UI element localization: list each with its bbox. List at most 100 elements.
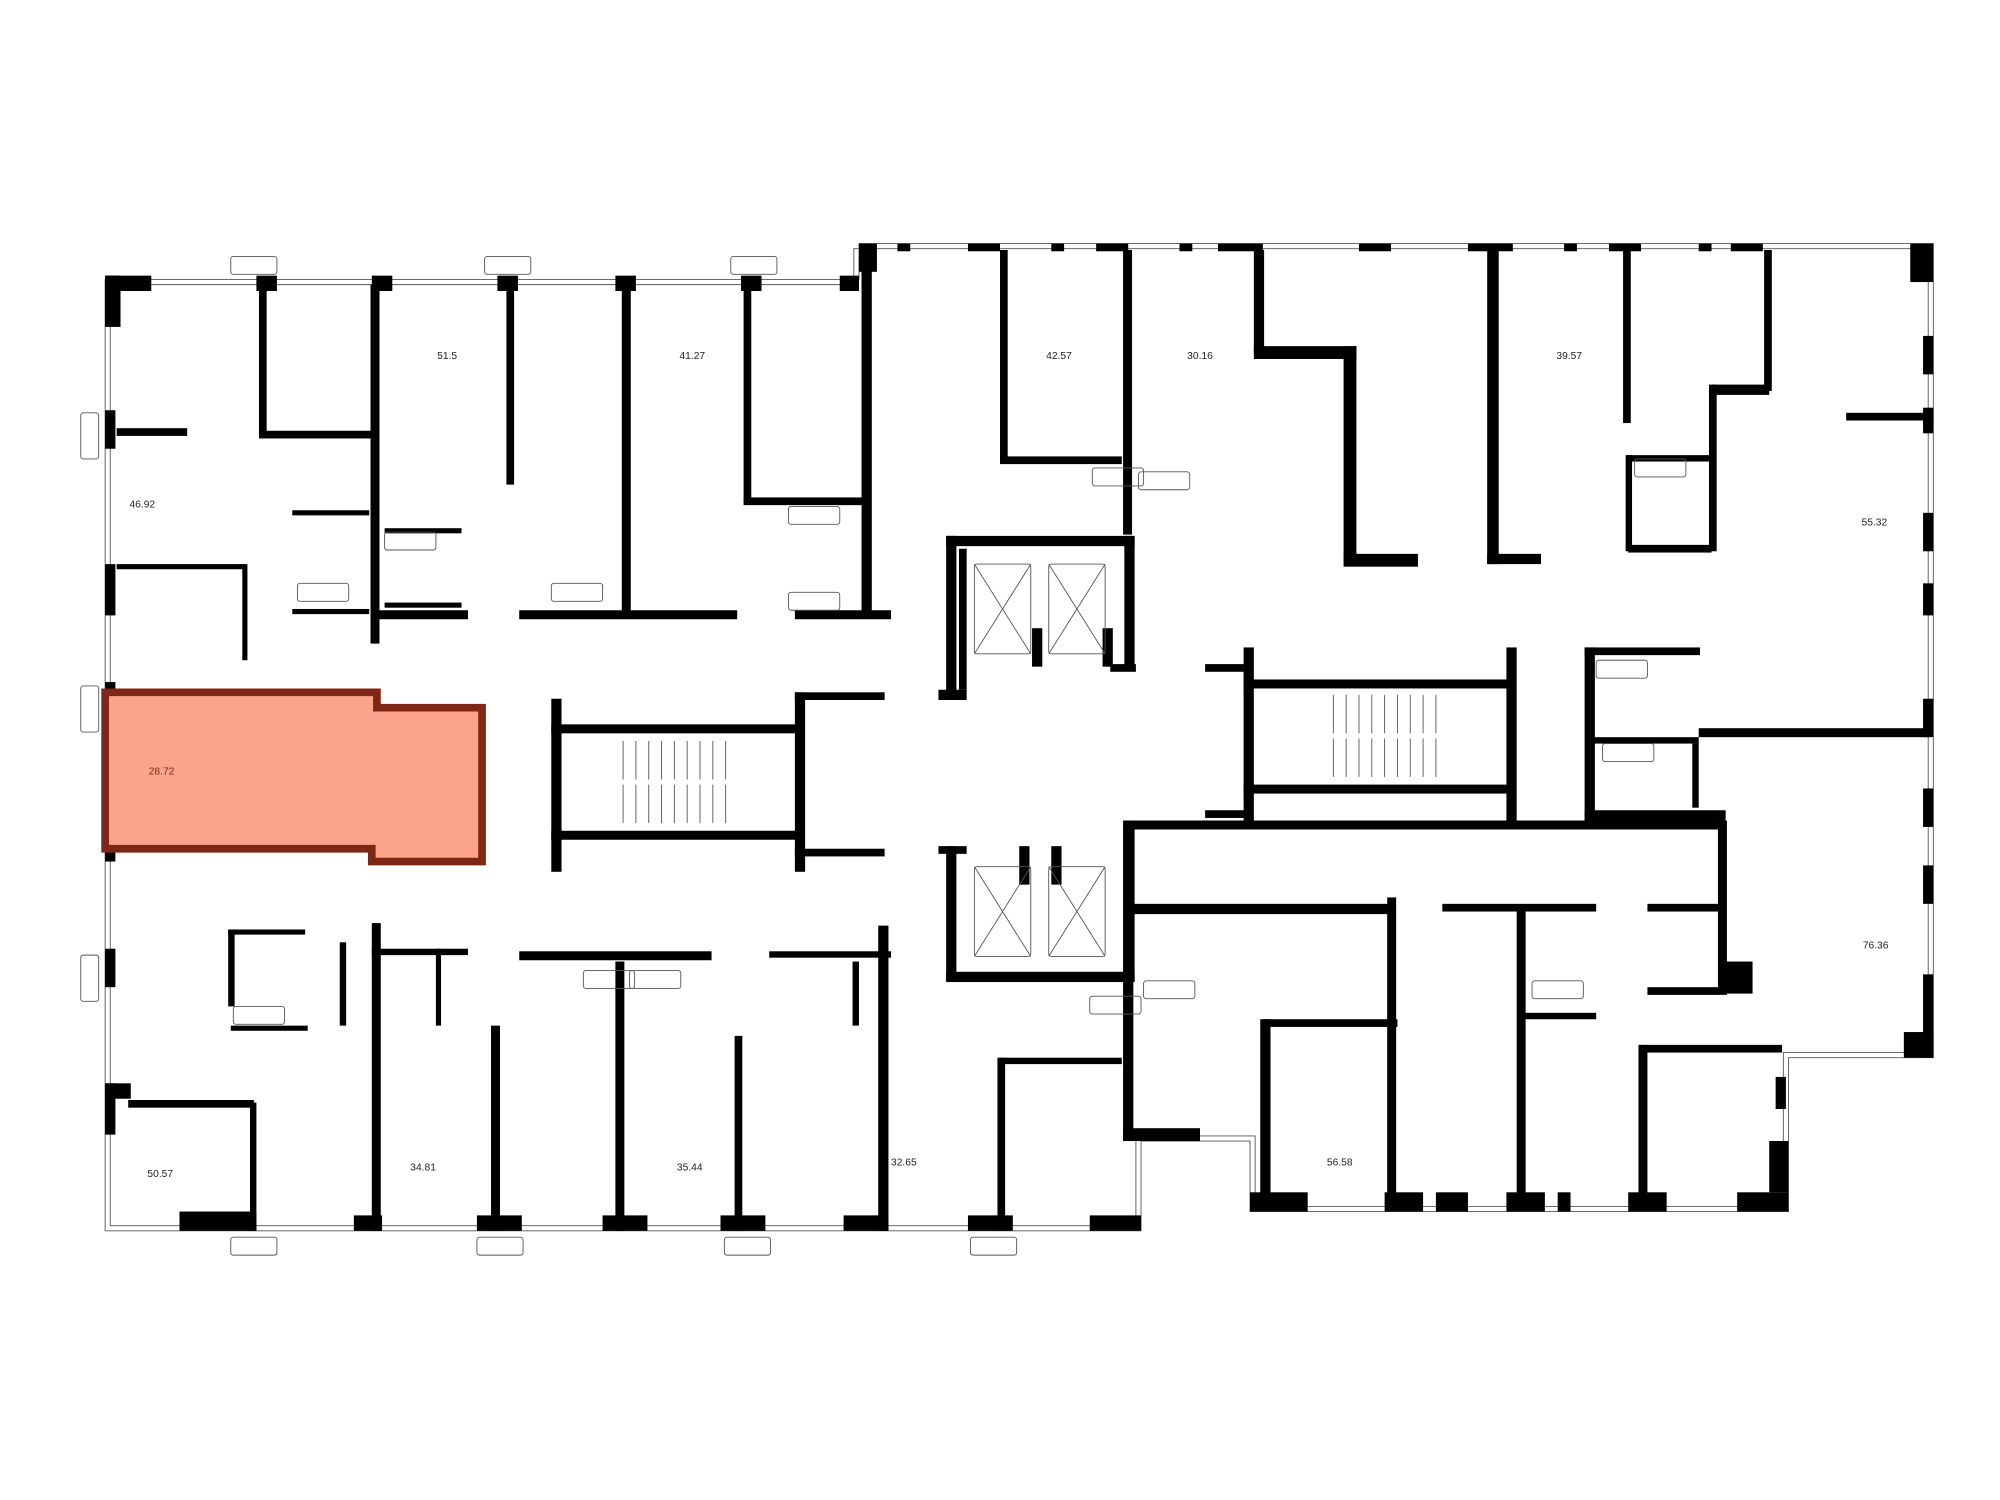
wall: [769, 951, 892, 958]
wall: [491, 1025, 500, 1231]
wall: [997, 1057, 1006, 1231]
wall: [1217, 243, 1263, 252]
wall: [1564, 243, 1577, 252]
wall: [384, 602, 462, 608]
wall: [1923, 583, 1934, 616]
wall: [128, 1100, 254, 1108]
wall: [794, 692, 806, 872]
bathtub-icon: [582, 970, 636, 989]
wall: [371, 948, 468, 956]
wall: [242, 564, 248, 661]
bathtub-icon: [384, 531, 437, 551]
wall: [615, 961, 625, 1231]
wall: [946, 535, 1135, 547]
wall: [1698, 243, 1712, 252]
wall: [938, 846, 967, 854]
elevator-icon: [973, 866, 1032, 957]
wall: [1384, 1192, 1424, 1212]
window-sill-icon: [80, 412, 100, 460]
apartment-label[interactable]: 39.57: [1556, 351, 1582, 362]
wall: [1717, 820, 1727, 994]
wall: [1923, 974, 1934, 1058]
apartment-label[interactable]: 51.5: [437, 351, 457, 362]
wall: [1123, 820, 1134, 1142]
wall: [105, 948, 116, 988]
apartment-label[interactable]: 32.65: [891, 1157, 917, 1168]
bathtub-icon: [296, 582, 350, 602]
wall: [1625, 455, 1633, 552]
wall: [1903, 1032, 1934, 1058]
wall: [519, 610, 738, 620]
wall: [1846, 412, 1924, 421]
wall: [938, 689, 967, 700]
wall: [105, 1083, 131, 1099]
wall: [1589, 737, 1699, 744]
apartment-label[interactable]: 56.58: [1327, 1157, 1353, 1168]
window-sill-icon: [970, 1236, 1018, 1256]
apartment-label[interactable]: 76.36: [1863, 941, 1889, 952]
wall: [1584, 647, 1595, 821]
wall: [1051, 846, 1062, 885]
wall: [1923, 412, 1934, 426]
window-sill-icon: [230, 255, 278, 275]
apartment-label[interactable]: 35.44: [677, 1163, 703, 1174]
wall: [615, 275, 636, 292]
apartment-label[interactable]: 34.81: [410, 1163, 436, 1174]
elevator-icon: [1048, 563, 1106, 655]
wall: [1000, 456, 1122, 465]
wall: [1124, 535, 1135, 671]
wall: [1557, 1192, 1571, 1212]
wall: [1250, 1192, 1308, 1212]
wall: [1262, 1019, 1398, 1027]
wall: [794, 848, 885, 857]
wall: [1032, 628, 1043, 667]
wall: [843, 1215, 889, 1231]
apartment-label[interactable]: 55.32: [1862, 518, 1888, 529]
wall: [506, 284, 515, 485]
bathtub-icon: [1143, 980, 1196, 1000]
wall: [1343, 553, 1418, 567]
wall: [1641, 1044, 1783, 1053]
apartment-label[interactable]: 30.16: [1187, 351, 1213, 362]
wall: [1775, 1076, 1786, 1109]
wall: [794, 692, 885, 700]
apartment-label[interactable]: 46.92: [129, 500, 155, 511]
wall: [1102, 628, 1113, 667]
wall: [1769, 1141, 1789, 1193]
apartment-label[interactable]: 50.57: [147, 1169, 173, 1180]
bathtub-icon: [1602, 743, 1655, 762]
wall: [1205, 664, 1244, 672]
wall: [1467, 243, 1513, 252]
selected-apartment[interactable]: 28.72: [101, 688, 486, 866]
wall: [861, 243, 872, 618]
wall: [551, 698, 562, 872]
wall: [105, 275, 121, 327]
apartment-label[interactable]: 41.27: [679, 351, 705, 362]
wall: [370, 284, 380, 644]
window-sill-icon: [730, 255, 778, 275]
apartment-label[interactable]: 42.57: [1046, 351, 1072, 362]
wall: [1487, 250, 1499, 565]
wall: [1253, 250, 1265, 353]
wall: [734, 1035, 743, 1231]
wall: [1608, 243, 1642, 252]
window-sill-icon: [80, 954, 100, 1002]
wall: [1764, 250, 1772, 392]
bathtub-icon: [1634, 458, 1687, 478]
selected-apartment-area[interactable]: [101, 688, 486, 866]
elevator-icon: [1048, 866, 1106, 957]
wall: [258, 284, 267, 436]
window-sill-icon: [80, 685, 100, 733]
wall: [1260, 1019, 1271, 1212]
wall: [292, 608, 370, 615]
bathtub-icon: [788, 591, 841, 611]
bathtub-icon: [788, 505, 841, 525]
wall: [1623, 250, 1631, 424]
wall: [1730, 243, 1763, 252]
wall: [839, 275, 859, 292]
window-sill-icon: [484, 255, 532, 275]
wall: [1442, 903, 1597, 912]
bathtub-icon: [1091, 467, 1145, 487]
wall: [519, 951, 712, 961]
wall: [1724, 961, 1753, 994]
